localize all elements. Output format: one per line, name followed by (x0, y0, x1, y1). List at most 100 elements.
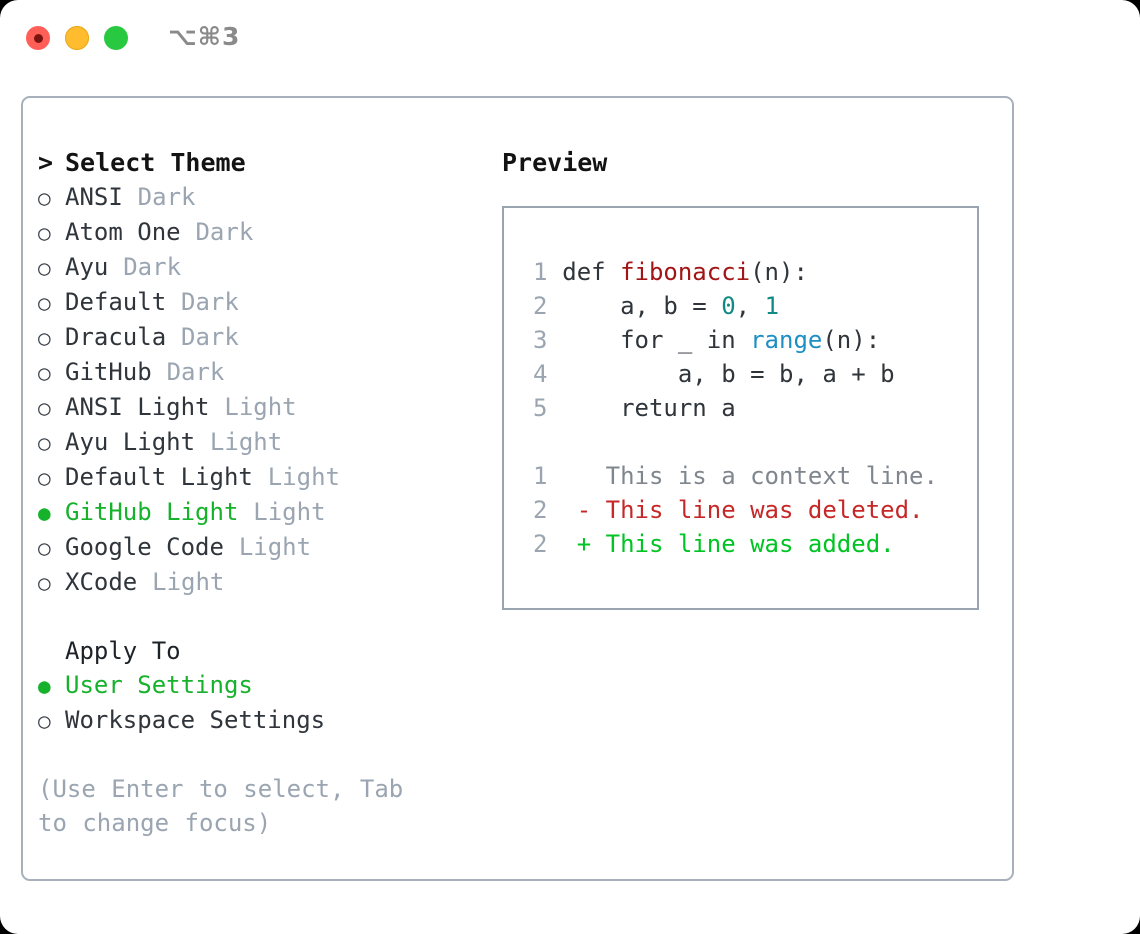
radio-unselected-icon: ○ (38, 396, 51, 420)
line-number: 4 (532, 360, 548, 388)
apply-to-option-label: Workspace Settings (65, 706, 326, 734)
theme-option-label: Google Code (65, 533, 224, 561)
code-token: 0 (721, 292, 736, 320)
theme-option-7[interactable]: ○ Ayu Light Light (38, 425, 478, 460)
diff-line: 2 - This line was deleted. (521, 493, 938, 527)
theme-variant-label: Light (224, 393, 297, 421)
preview-heading: Preview (502, 148, 608, 177)
theme-option-label: Default (65, 288, 167, 316)
radio-selected-icon: ● (38, 501, 51, 525)
code-token: fibonacci (620, 258, 751, 286)
theme-variant-label: Dark (181, 323, 239, 351)
line-number: 2 (532, 496, 548, 524)
code-line: 2 a, b = 0, 1 (521, 289, 938, 323)
code-token: a, b = (562, 292, 722, 320)
radio-unselected-icon: ○ (38, 291, 51, 315)
diff-line: 2 + This line was added. (521, 527, 938, 561)
apply-to-heading: Apply To (65, 637, 181, 665)
theme-option-label: GitHub Light (65, 498, 239, 526)
theme-option-1[interactable]: ○ Atom One Dark (38, 215, 478, 250)
theme-option-label: Dracula (65, 323, 167, 351)
apply-to-option-1[interactable]: ○ Workspace Settings (38, 703, 478, 738)
title-bar: ⌥⌘3 (0, 0, 1140, 78)
line-number: 2 (532, 292, 548, 320)
theme-variant-label: Dark (123, 253, 182, 281)
section-gap (38, 600, 478, 634)
radio-unselected-icon: ○ (38, 431, 51, 455)
theme-option-label: ANSI (65, 183, 123, 211)
radio-unselected-icon: ○ (38, 466, 51, 490)
radio-unselected-icon: ○ (38, 256, 51, 280)
theme-variant-label: Light (238, 533, 312, 561)
code-token: (n): (750, 258, 808, 286)
line-number: 3 (532, 326, 548, 354)
radio-unselected-icon: ○ (38, 221, 51, 245)
code-token: a, b = b, a + b (562, 360, 895, 388)
line-number: 2 (532, 530, 548, 558)
theme-option-9[interactable]: ● GitHub Light Light (38, 495, 478, 530)
line-number: 5 (532, 394, 548, 422)
code-token: This is a context line. (562, 462, 938, 490)
theme-option-5[interactable]: ○ GitHub Dark (38, 355, 478, 390)
line-number: 1 (532, 462, 548, 490)
code-line: 3 for _ in range(n): (521, 323, 938, 357)
theme-option-4[interactable]: ○ Dracula Dark (38, 320, 478, 355)
theme-option-label: ANSI Light (65, 393, 210, 421)
radio-unselected-icon: ○ (38, 536, 51, 560)
theme-option-label: Atom One (65, 218, 181, 246)
keyboard-hint-text: (Use Enter to select, Tab to change focu… (38, 775, 404, 837)
diff-line: 1 This is a context line. (521, 459, 938, 493)
theme-variant-label: Light (253, 498, 326, 526)
code-token: range (750, 326, 823, 354)
apply-to-option-list: ● User Settings ○ Workspace Settings (38, 668, 478, 738)
theme-variant-label: Light (209, 428, 283, 456)
minimize-window-icon[interactable] (65, 26, 89, 50)
code-token: 1 (764, 292, 780, 320)
code-token: - This line was deleted. (562, 496, 924, 524)
code-token: return a (562, 394, 736, 422)
radio-unselected-icon: ○ (38, 186, 51, 210)
radio-unselected-icon: ○ (38, 326, 51, 350)
theme-option-10[interactable]: ○ Google Code Light (38, 530, 478, 565)
theme-option-6[interactable]: ○ ANSI Light Light (38, 390, 478, 425)
radio-unselected-icon: ○ (38, 361, 51, 385)
theme-option-3[interactable]: ○ Default Dark (38, 285, 478, 320)
apply-to-option-label: User Settings (65, 671, 253, 699)
code-token: (n): (822, 326, 881, 354)
maximize-window-icon[interactable] (104, 26, 128, 50)
caret-icon: > (38, 148, 54, 177)
traffic-light-group (26, 26, 128, 50)
radio-unselected-icon: ○ (38, 709, 51, 733)
theme-variant-label: Dark (195, 218, 254, 246)
close-window-icon[interactable] (26, 26, 50, 50)
keyboard-shortcut-label: ⌥⌘3 (168, 22, 241, 51)
select-theme-heading: >Select Theme (38, 146, 478, 180)
code-token: + This line was added. (562, 530, 895, 558)
theme-variant-label: Dark (166, 358, 225, 386)
theme-option-label: Default Light (65, 463, 253, 491)
radio-unselected-icon: ○ (38, 571, 51, 595)
theme-option-label: Ayu (65, 253, 109, 281)
code-token: for _ in (562, 326, 751, 354)
theme-option-label: XCode (65, 568, 138, 596)
apply-to-option-0[interactable]: ● User Settings (38, 668, 478, 703)
radio-selected-icon: ● (38, 674, 51, 698)
theme-option-label: GitHub (65, 358, 152, 386)
code-blank-line (521, 425, 938, 459)
theme-option-label: Ayu Light (65, 428, 196, 456)
code-line: 4 a, b = b, a + b (521, 357, 938, 391)
theme-variant-label: Dark (181, 288, 239, 316)
code-line: 5 return a (521, 391, 938, 425)
theme-option-2[interactable]: ○ Ayu Dark (38, 250, 478, 285)
